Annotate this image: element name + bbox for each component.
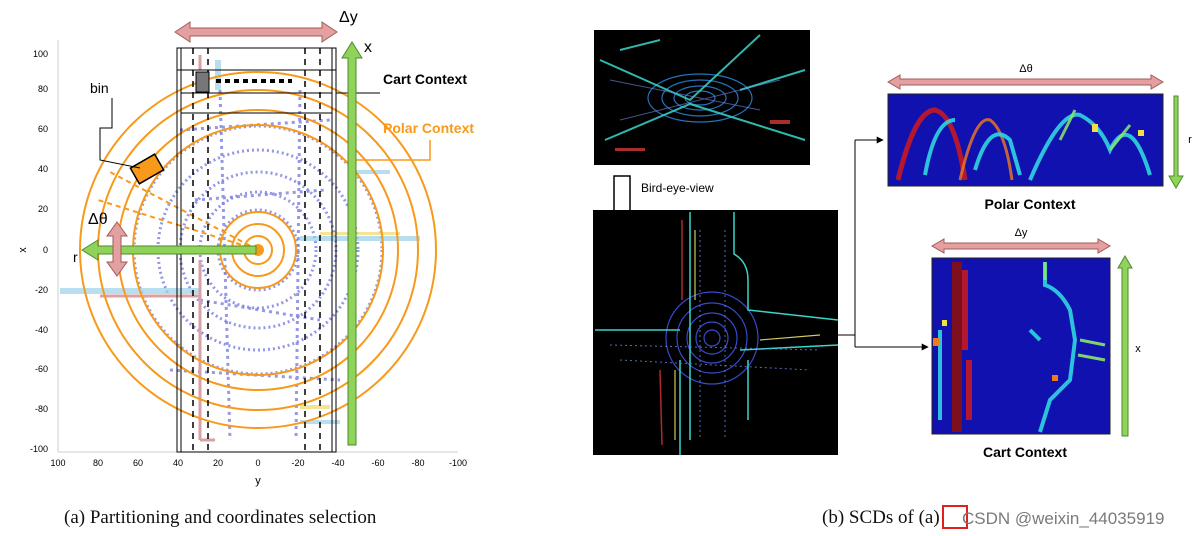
x-tick: -60 <box>371 458 384 468</box>
lidar-raw-image <box>594 30 810 165</box>
watermark: CSDN @weixin_44035919 <box>962 509 1165 528</box>
cart-context-label: Cart Context <box>383 71 467 87</box>
bird-eye-label: Bird-eye-view <box>641 181 714 195</box>
y-axis-label: x <box>17 247 29 253</box>
x-tick: 40 <box>173 458 183 468</box>
x-axis-label: y <box>255 475 261 487</box>
polar-side-label: r <box>1188 134 1192 146</box>
cart-x-arrow <box>1117 255 1133 437</box>
y-tick: 100 <box>33 49 48 59</box>
x-tick-labels: 100 80 60 40 20 0 -20 -40 -60 -80 -100 <box>50 458 467 468</box>
y-tick: 0 <box>43 245 48 255</box>
y-tick: -40 <box>35 325 48 335</box>
y-tick-labels: 100 80 60 40 20 0 -20 -40 -60 -80 -100 <box>30 49 48 454</box>
delta-theta-arrow <box>106 221 128 277</box>
delta-y-label: Δy <box>339 9 358 26</box>
delta-theta-label: Δθ <box>88 211 108 228</box>
polar-top-label: Δθ <box>1019 63 1032 75</box>
x-tick: 0 <box>255 458 260 468</box>
x-tick: 100 <box>50 458 65 468</box>
x-arrow <box>341 41 363 446</box>
y-tick: -60 <box>35 364 48 374</box>
left-plot: 100 80 60 40 20 0 -20 -40 -60 -80 -100 1… <box>17 21 467 487</box>
x-tick: -80 <box>411 458 424 468</box>
polar-delta-theta-arrow <box>887 74 1164 90</box>
cart-side-label: x <box>1135 343 1141 355</box>
connector-lines <box>838 136 929 351</box>
cart-delta-y-arrow <box>931 238 1111 254</box>
x-tick: 80 <box>93 458 103 468</box>
y-tick: 20 <box>38 204 48 214</box>
polar-context-title: Polar Context <box>984 196 1075 212</box>
x-tick: -100 <box>449 458 467 468</box>
y-tick: 60 <box>38 124 48 134</box>
bin-label: bin <box>90 80 109 96</box>
caption-b: (b) SCDs of (a) <box>822 507 940 528</box>
bird-eye-image <box>593 210 839 455</box>
cart-context-heatmap <box>931 257 1111 435</box>
r-label: r <box>73 249 78 265</box>
x-tick: -20 <box>291 458 304 468</box>
y-tick: 80 <box>38 84 48 94</box>
polar-sector-dashes <box>97 171 259 251</box>
r-arrow <box>81 239 257 261</box>
x-tick: -40 <box>331 458 344 468</box>
polar-leader-line <box>350 140 431 161</box>
polar-r-arrow <box>1168 95 1184 189</box>
highlight-box <box>942 505 968 529</box>
polar-context-heatmap <box>887 93 1164 187</box>
y-tick: -100 <box>30 444 48 454</box>
delta-y-arrow <box>174 21 338 43</box>
polar-context-label: Polar Context <box>383 120 474 136</box>
caption-a: (a) Partitioning and coordinates selecti… <box>64 507 377 528</box>
y-tick: 40 <box>38 164 48 174</box>
x-tick: 20 <box>213 458 223 468</box>
cart-bin <box>195 71 210 93</box>
x-tick: 60 <box>133 458 143 468</box>
y-tick: -80 <box>35 404 48 414</box>
x-arrow-label: x <box>364 39 372 56</box>
cart-context-title: Cart Context <box>983 444 1067 460</box>
bin-leader-line <box>99 98 141 169</box>
polar-bin <box>129 153 165 185</box>
y-tick: -20 <box>35 285 48 295</box>
cart-top-label: Δy <box>1015 227 1028 239</box>
